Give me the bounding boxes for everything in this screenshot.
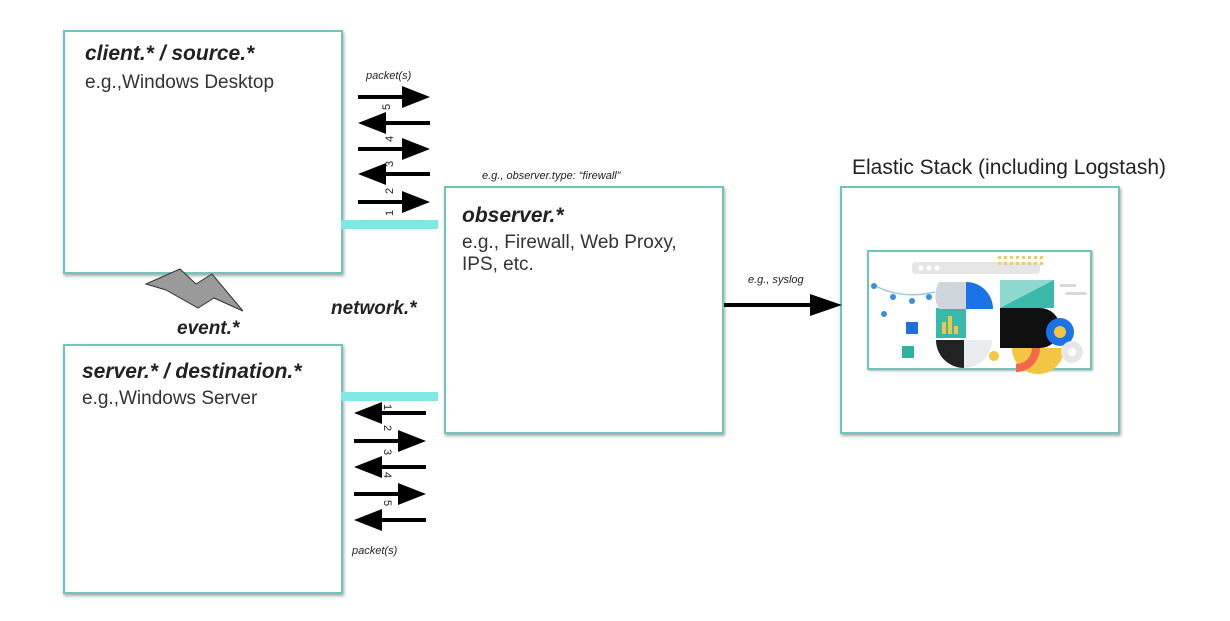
observer-type-label: e.g., observer.type: “firewall” [482,170,621,182]
server-title: server.* / destination.* [82,360,302,383]
packet-arrow-top-1 [358,191,430,213]
client-subtitle: e.g.,Windows Desktop [85,72,275,93]
observer-subtitle: e.g., Firewall, Web Proxy, IPS, etc. [462,232,677,275]
packet-arrow-bottom-3 [354,456,426,478]
packet-number-bottom-2: 2 [381,425,393,431]
network-label: network.* [331,298,417,319]
elastic-stack-illustration-icon [871,256,1086,374]
server-box: server.* / destination.* e.g.,Windows Se… [63,344,343,594]
syslog-arrow [724,294,842,316]
packet-number-top-4: 4 [384,136,396,142]
packet-arrow-top-5 [358,86,430,108]
observer-title: observer.* [462,204,564,227]
elastic-title: Elastic Stack (including Logstash) [852,156,1166,179]
packets-bottom-label: packet(s) [352,545,398,557]
packet-arrow-top-4 [358,112,430,134]
packet-arrow-top-2 [358,163,430,185]
observer-box: observer.* e.g., Firewall, Web Proxy, IP… [444,186,724,434]
packet-arrow-bottom-5 [354,509,426,531]
packet-number-bottom-1: 1 [381,404,393,410]
syslog-label: e.g., syslog [748,274,804,286]
packet-number-top-2: 2 [384,188,396,194]
client-box: client.* / source.* e.g.,Windows Desktop [63,30,343,274]
packet-number-top-5: 5 [381,104,393,110]
packets-top-label: packet(s) [366,70,412,82]
packet-arrow-bottom-2 [354,430,426,452]
packet-arrows-top [358,86,430,213]
packet-number-top-1: 1 [384,210,396,216]
lightning-bolt-icon [144,268,244,312]
server-subtitle: e.g.,Windows Server [82,388,258,409]
client-connector [341,220,438,229]
packet-arrow-bottom-4 [354,483,426,505]
client-title: client.* / source.* [85,42,255,65]
packet-arrows-bottom [354,402,426,531]
packet-number-bottom-5: 5 [381,500,393,506]
server-connector [341,392,438,401]
packet-arrow-top-3 [358,138,430,160]
event-label: event.* [177,318,240,339]
packet-number-top-3: 3 [384,161,396,167]
packet-number-bottom-3: 3 [381,449,393,455]
packet-number-bottom-4: 4 [381,472,393,478]
packet-arrow-bottom-1 [354,402,426,424]
